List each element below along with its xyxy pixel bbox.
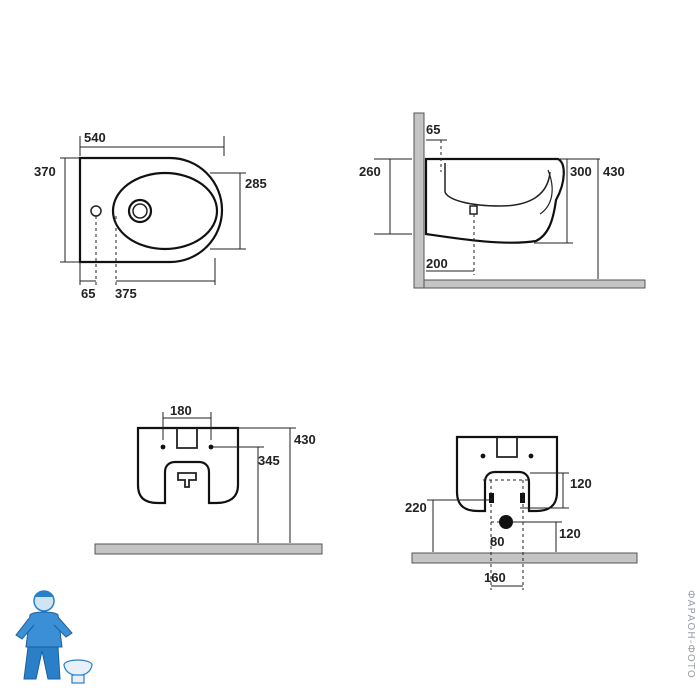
side-view-body	[424, 157, 565, 244]
dim-top-width: 540	[84, 130, 106, 145]
dim-front-total-height: 430	[294, 432, 316, 447]
plumber-mascot-icon	[15, 590, 93, 684]
dim-side-total-height: 430	[603, 164, 625, 179]
front-view: 180 430 345	[94, 403, 323, 555]
rear-view-drain	[499, 515, 513, 529]
dim-top-depth: 370	[34, 164, 56, 179]
side-view-floor	[423, 279, 646, 289]
side-view: 65 260 300 430 200	[359, 112, 646, 289]
dim-top-drain-offset: 375	[115, 286, 137, 301]
top-view: 540 370 285 65 375	[34, 130, 267, 301]
dim-side-rim-height: 300	[570, 164, 592, 179]
dim-top-basin: 285	[245, 176, 267, 191]
dim-rear-bolt-spacing: 160	[484, 570, 506, 585]
dim-side-body-height: 260	[359, 164, 381, 179]
rear-view-floor	[411, 552, 638, 564]
front-view-bracket-hole-left	[160, 444, 166, 450]
dim-rear-drain-offset: 120	[559, 526, 581, 541]
watermark-text: ФАРАОН-ФОТО	[685, 590, 696, 679]
dim-front-bracket-height: 345	[258, 453, 280, 468]
front-view-body	[136, 426, 240, 505]
dim-top-tap-offset: 65	[81, 286, 95, 301]
dim-side-projection: 200	[426, 256, 448, 271]
top-view-basin	[111, 171, 219, 251]
dim-front-bracket-spacing: 180	[170, 403, 192, 418]
front-view-bracket-hole-right	[208, 444, 214, 450]
front-view-floor	[94, 543, 323, 555]
dim-side-tap-offset: 65	[426, 122, 440, 137]
dim-rear-upper-offset: 120	[570, 476, 592, 491]
rear-view: 120 220 80 120 160	[405, 435, 638, 590]
top-view-drain	[127, 198, 153, 224]
dim-rear-drain-width: 80	[490, 534, 504, 549]
dim-rear-supply-height: 220	[405, 500, 427, 515]
side-view-wall	[413, 112, 425, 289]
